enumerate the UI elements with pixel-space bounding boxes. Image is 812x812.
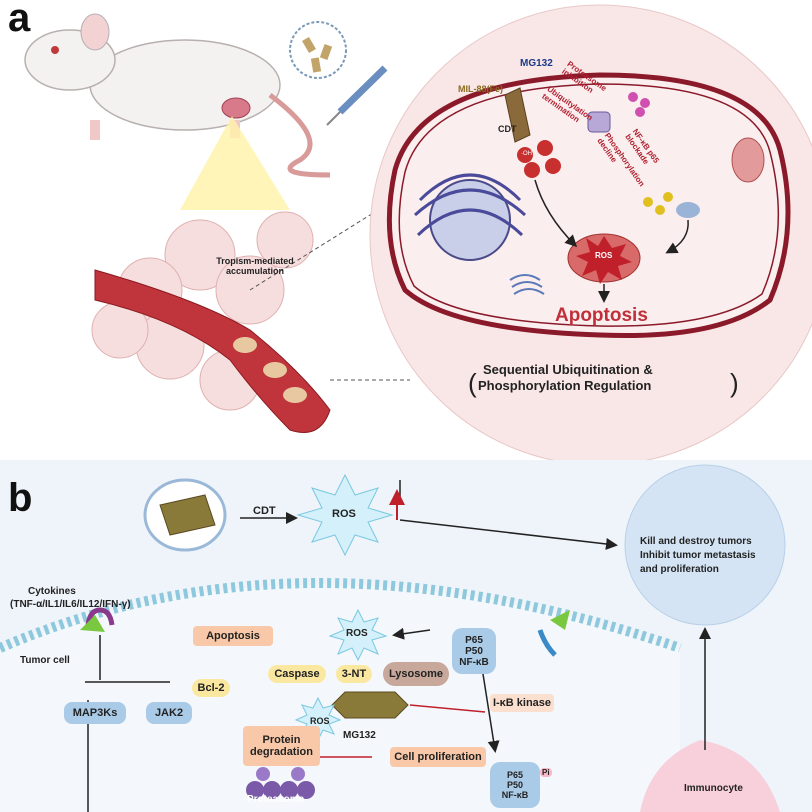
mouse-illustration xyxy=(24,13,331,178)
proteasome-label: Proteasome xyxy=(247,794,305,805)
ros-mid-star xyxy=(328,608,388,662)
nanoparticle-inset xyxy=(289,21,347,79)
kill-line1: Kill and destroy tumors xyxy=(640,536,752,547)
caspase-box: Caspase xyxy=(268,665,326,683)
nucleus xyxy=(429,179,511,261)
kill-line2: Inhibit tumor metastasis xyxy=(640,550,756,561)
p50-b-label: P50 xyxy=(506,780,523,790)
map3ks-box: MAP3Ks xyxy=(64,702,126,724)
light-cone xyxy=(180,116,290,210)
p65-p50-complex: P65 P50 NF-κB xyxy=(452,628,496,674)
panel-a-illustration: ( ) xyxy=(24,4,812,460)
syringe-icon xyxy=(326,65,388,126)
mg132-label: MG132 xyxy=(343,730,376,741)
cell-mg132-label: MG132 xyxy=(520,58,553,69)
bcl2-box: Bcl-2 xyxy=(192,679,230,697)
ros-top-label: ROS xyxy=(332,508,356,520)
cell-cdt-label: CDT xyxy=(498,124,517,134)
protein-degradation-line2: degradation xyxy=(250,746,313,758)
p65-label: P65 xyxy=(465,634,483,646)
tumor-cell-label: Tumor cell xyxy=(20,655,70,666)
cytokines-list: (TNF-α/IL1/IL6/IL12/IFN-γ) xyxy=(10,599,131,610)
p65-p50-pi-complex: P65 P50 NF-κB xyxy=(490,762,540,808)
ros-star xyxy=(576,236,632,284)
ikb-receptor-icon xyxy=(537,629,557,657)
caption-line1: Sequential Ubiquitination & xyxy=(483,362,653,377)
cell-mil88-label: MIL-88(Fe) xyxy=(458,84,503,94)
kill-line3: and proliferation xyxy=(640,564,719,575)
proteasome-icon xyxy=(246,767,315,799)
ros-mid-label: ROS xyxy=(346,628,368,639)
panel-a-letter: a xyxy=(8,0,31,40)
lysosome-box: Lysosome xyxy=(383,662,449,686)
panel-b-illustration xyxy=(0,460,812,812)
svg-text:): ) xyxy=(730,368,739,398)
kill-circle xyxy=(624,464,786,626)
protein-degradation-box: Protein degradation xyxy=(243,726,320,766)
jak2-box: JAK2 xyxy=(146,702,192,724)
immunocyte-label: Immunocyte xyxy=(684,783,743,794)
ros-small-label: ROS xyxy=(310,716,330,726)
cytokines-title: Cytokines xyxy=(28,586,76,597)
cell-ros-label: ROS xyxy=(595,251,613,260)
svg-text:(: ( xyxy=(468,368,477,398)
golgi xyxy=(509,274,545,295)
immunocyte xyxy=(640,740,780,812)
p50-label: P50 xyxy=(465,645,483,657)
ikb-kinase-box: I-κB kinase xyxy=(490,694,554,712)
mil88-rod xyxy=(504,87,531,143)
caption-line2: Phosphorylation Regulation xyxy=(478,378,652,393)
tumor-tissue xyxy=(91,211,331,433)
cell-membrane xyxy=(386,72,791,339)
mitochondrion xyxy=(731,137,765,183)
tropism-label: Tropism-mediated accumulation xyxy=(216,256,294,276)
mg132-rod xyxy=(331,691,409,719)
cell-oh-label: ·OH xyxy=(521,151,532,157)
apoptosis-box: Apoptosis xyxy=(193,626,273,646)
p65-b-label: P65 xyxy=(506,770,523,780)
nfkb-label: NF-κB xyxy=(459,656,489,668)
panel-b-letter: b xyxy=(8,476,33,520)
cell-apoptosis-label: Apoptosis xyxy=(555,305,648,326)
cdt-label: CDT xyxy=(253,505,276,517)
three-nt-box: 3-NT xyxy=(336,665,372,683)
pi-label: Pi xyxy=(540,768,552,777)
cytokine-receptor-icon xyxy=(85,607,115,626)
nfkb-b-label: NF-κB xyxy=(501,790,529,800)
protein-degradation-line1: Protein xyxy=(262,734,301,746)
cell-proliferation-box: Cell proliferation xyxy=(390,747,486,767)
ros-top-star xyxy=(296,473,394,557)
